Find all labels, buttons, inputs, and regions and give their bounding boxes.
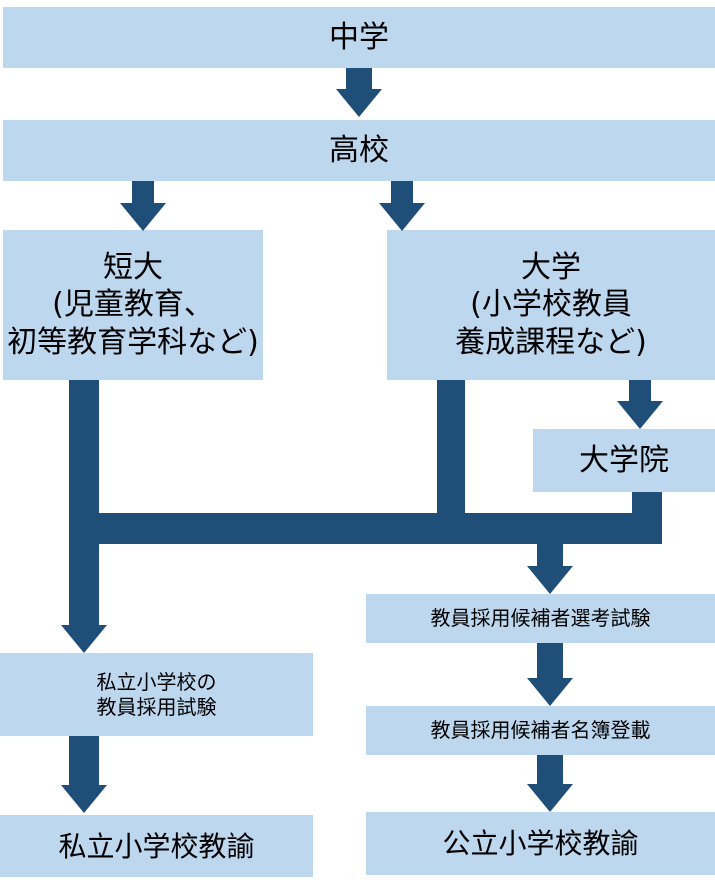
arrow-down-icon: [617, 401, 663, 429]
arrow-down-icon: [61, 625, 107, 653]
arrow-down-icon: [527, 784, 573, 812]
connector-horizontal: [69, 513, 662, 544]
node-private-teacher: 私立小学校教諭: [0, 815, 313, 877]
node-public-exam-label: 教員採用候補者選考試験: [430, 606, 651, 630]
connector-university: [437, 380, 465, 525]
node-university: 大学 (小学校教員 養成課程など): [387, 230, 715, 380]
node-junior-college: 短大 (児童教育、 初等教育学科など): [3, 230, 263, 380]
node-private-teacher-label: 私立小学校教諭: [58, 829, 255, 863]
connector-junior-college: [69, 380, 99, 630]
node-public-teacher-label: 公立小学校教諭: [442, 827, 639, 860]
arrow-shaft: [629, 380, 651, 402]
arrow-down-icon: [527, 678, 573, 706]
node-middle-school-label: 中学: [329, 19, 389, 55]
arrow-shaft: [69, 736, 99, 786]
arrow-shaft: [537, 544, 563, 568]
node-graduate-school-label: 大学院: [579, 442, 669, 478]
arrow-shaft: [391, 181, 413, 203]
node-public-exam: 教員採用候補者選考試験: [366, 594, 715, 643]
arrow-down-icon: [61, 785, 107, 813]
node-university-label: 大学 (小学校教員 養成課程など): [455, 249, 647, 360]
node-private-exam: 私立小学校の 教員採用試験: [0, 653, 313, 736]
node-junior-college-label: 短大 (児童教育、 初等教育学科など): [7, 249, 259, 360]
node-public-teacher: 公立小学校教諭: [366, 812, 715, 875]
arrow-down-icon: [379, 203, 425, 231]
arrow-shaft: [132, 181, 154, 203]
arrow-shaft: [346, 68, 372, 90]
arrow-down-icon: [120, 203, 166, 231]
node-candidate-list: 教員採用候補者名簿登載: [366, 706, 715, 755]
node-candidate-list-label: 教員採用候補者名簿登載: [430, 718, 651, 742]
arrow-down-icon: [527, 566, 573, 594]
node-high-school: 高校: [3, 120, 715, 181]
arrow-shaft: [537, 643, 563, 679]
arrow-shaft: [537, 755, 563, 785]
node-graduate-school: 大学院: [533, 429, 715, 492]
arrow-down-icon: [336, 89, 382, 117]
node-private-exam-label: 私立小学校の 教員採用試験: [96, 669, 217, 719]
node-high-school-label: 高校: [329, 132, 389, 168]
node-middle-school: 中学: [3, 7, 715, 68]
